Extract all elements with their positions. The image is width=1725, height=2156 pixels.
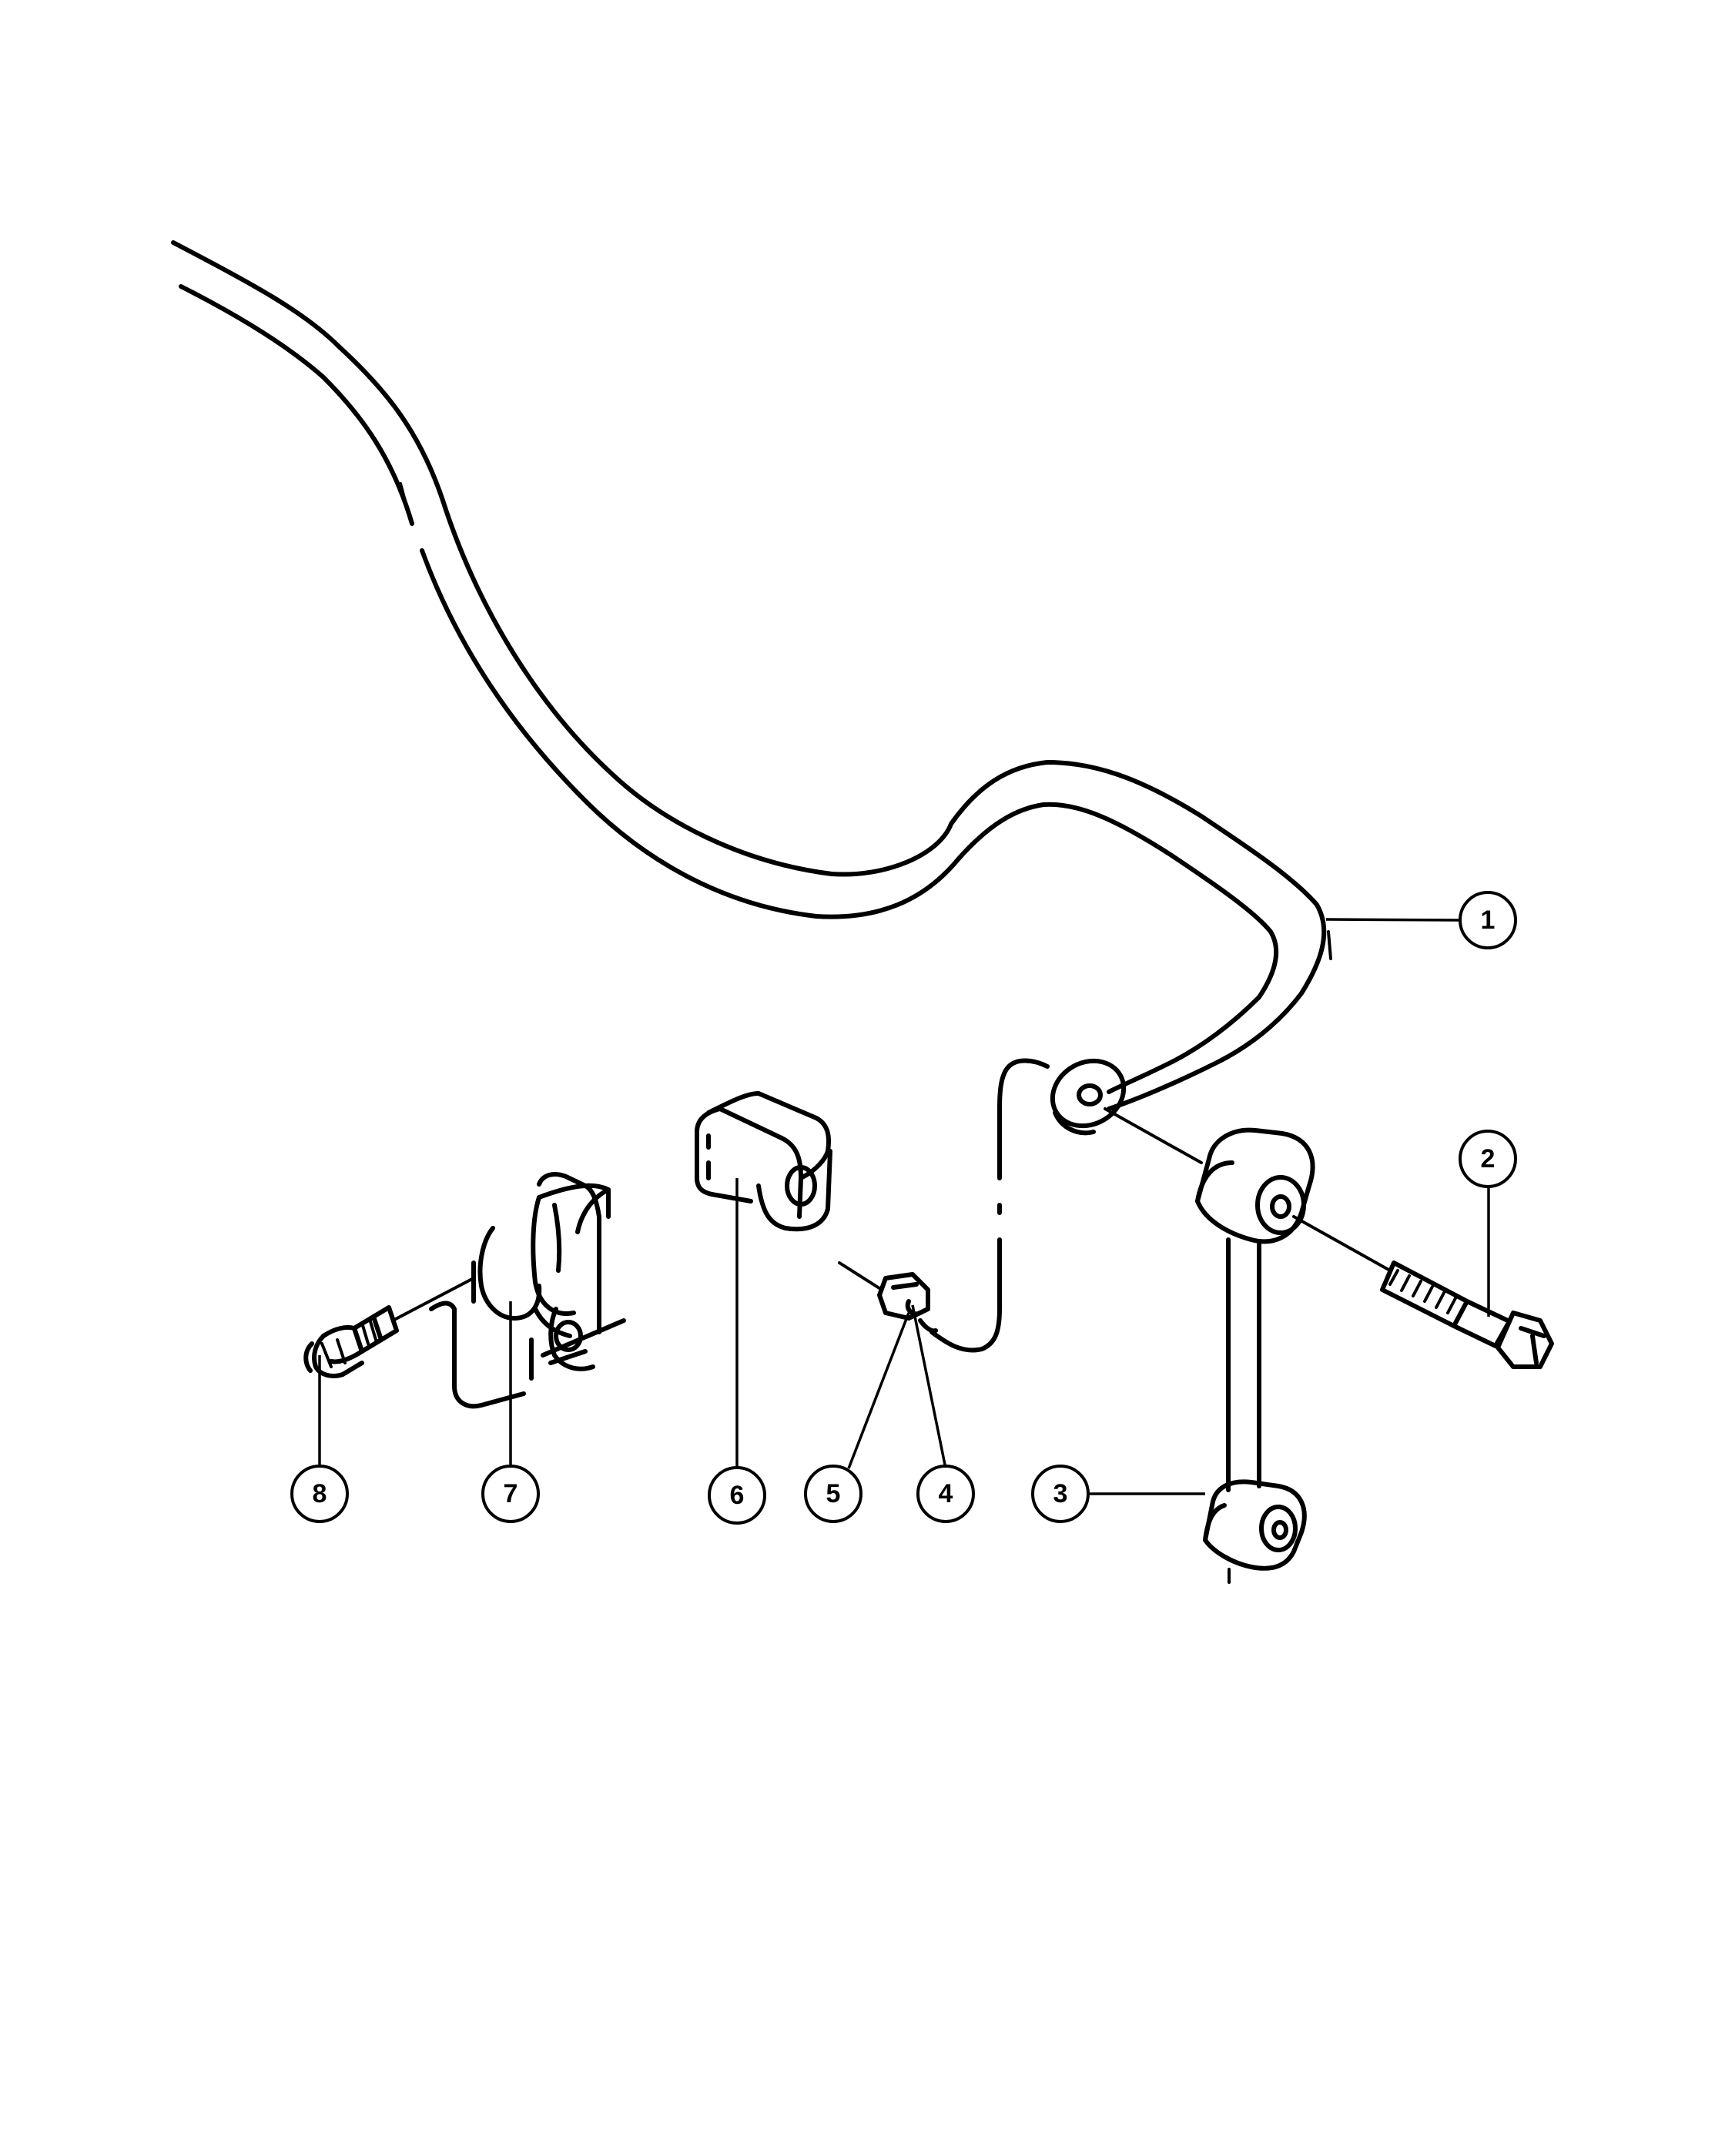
stabilizer-bar bbox=[171, 240, 1332, 1111]
leader-4 bbox=[911, 1304, 947, 1469]
leader-1 bbox=[1325, 918, 1460, 922]
bushing-bracket bbox=[429, 1172, 626, 1409]
phantom-outline bbox=[929, 1058, 1050, 1353]
callout-circle bbox=[1459, 1130, 1517, 1188]
callout-circle bbox=[708, 1466, 766, 1525]
callout-1: 1 bbox=[1459, 891, 1517, 949]
callout-label: 1 bbox=[1481, 906, 1496, 935]
callout-label: 8 bbox=[313, 1479, 327, 1508]
callout-3: 3 bbox=[1031, 1465, 1090, 1523]
bar-end-eye bbox=[1050, 1058, 1127, 1136]
callout-6: 6 bbox=[708, 1466, 766, 1525]
stabilizer-link bbox=[1195, 1127, 1315, 1584]
callout-7: 7 bbox=[481, 1465, 540, 1523]
callout-label: 7 bbox=[504, 1479, 518, 1508]
callout-label: 5 bbox=[826, 1479, 841, 1508]
callout-4: 4 bbox=[916, 1465, 975, 1523]
callout-circle bbox=[804, 1465, 862, 1523]
callout-label: 6 bbox=[730, 1481, 745, 1510]
bar-bushing bbox=[695, 1091, 832, 1232]
leader-5 bbox=[847, 1312, 910, 1469]
callout-circle bbox=[290, 1465, 349, 1523]
callout-8: 8 bbox=[290, 1465, 349, 1523]
callout-circle bbox=[1031, 1465, 1090, 1523]
leader-lines bbox=[318, 918, 1490, 1495]
callout-label: 3 bbox=[1053, 1479, 1068, 1508]
callout-circle bbox=[916, 1465, 975, 1523]
callout-circle bbox=[481, 1465, 540, 1523]
callout-label: 4 bbox=[939, 1479, 953, 1508]
callout-5: 5 bbox=[804, 1465, 862, 1523]
callout-label: 2 bbox=[1481, 1144, 1496, 1173]
bracket-bolt bbox=[303, 1277, 475, 1378]
callout-2: 2 bbox=[1459, 1130, 1517, 1188]
callout-circle bbox=[1459, 891, 1517, 949]
link-nut bbox=[838, 1261, 938, 1334]
